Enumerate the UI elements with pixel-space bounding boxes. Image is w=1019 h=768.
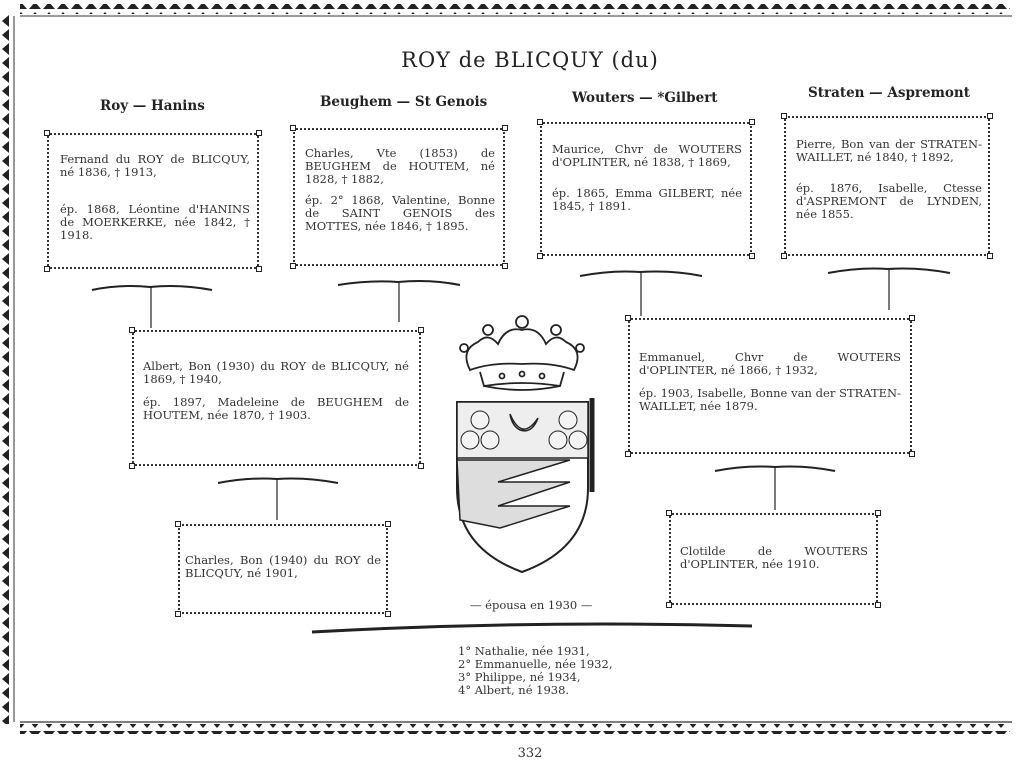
list-item: 2° Emmanuelle, née 1932,: [458, 657, 613, 671]
list-item: 1° Nathalie, née 1931,: [458, 644, 590, 658]
person-text-pierre: Pierre, Bon van der STRATEN-WAILLET, né …: [796, 137, 982, 221]
person-box-maurice: [537, 119, 755, 259]
person-text-charles-vte: Charles, Vte (1853) de BEUGHEM de HOUTEM…: [305, 146, 495, 233]
marriage-note: — épousa en 1930 —: [470, 598, 593, 612]
page-border: [2, 4, 1012, 734]
column-heading-roy-hanins: Roy — Hanins: [100, 98, 205, 114]
person-text-clotilde: Clotilde de WOUTERS d'OPLINTER, née 1910…: [680, 544, 868, 571]
column-heading-wouters-gilbert: Wouters — *Gilbert: [572, 90, 718, 106]
list-item: 3° Philippe, né 1934,: [458, 670, 581, 684]
person-text-charles-bon: Charles, Bon (1940) du ROY de BLICQUY, n…: [185, 553, 381, 580]
list-item: 4° Albert, né 1938.: [458, 683, 570, 697]
person-box-charles-bon: [175, 521, 391, 617]
column-heading-straten-aspremont: Straten — Aspremont: [808, 85, 970, 101]
person-text-fernand: Fernand du ROY de BLICQUY, né 1836, † 19…: [60, 152, 250, 242]
person-box-pierre: [781, 113, 993, 259]
person-box-charles-vte: [290, 125, 508, 269]
person-text-emmanuel: Emmanuel, Chvr de WOUTERS d'OPLINTER, né…: [639, 350, 901, 413]
connector-lines: [91, 267, 951, 634]
column-heading-beughem-stgenois: Beughem — St Genois: [320, 94, 488, 110]
children-list: 1° Nathalie, née 1931, 2° Emmanuelle, né…: [458, 645, 612, 697]
person-box-emmanuel: [625, 315, 915, 457]
page-number: 332: [517, 746, 543, 761]
coat-of-arms-image: [456, 315, 595, 574]
page-title: ROY de BLICQUY (du): [401, 48, 659, 72]
person-box-fernand: [44, 130, 262, 272]
person-box-clotilde: [666, 510, 881, 608]
person-box-albert: [129, 327, 424, 469]
person-text-maurice: Maurice, Chvr de WOUTERS d'OPLINTER, né …: [552, 142, 742, 213]
person-text-albert: Albert, Bon (1930) du ROY de BLICQUY, né…: [143, 359, 409, 422]
